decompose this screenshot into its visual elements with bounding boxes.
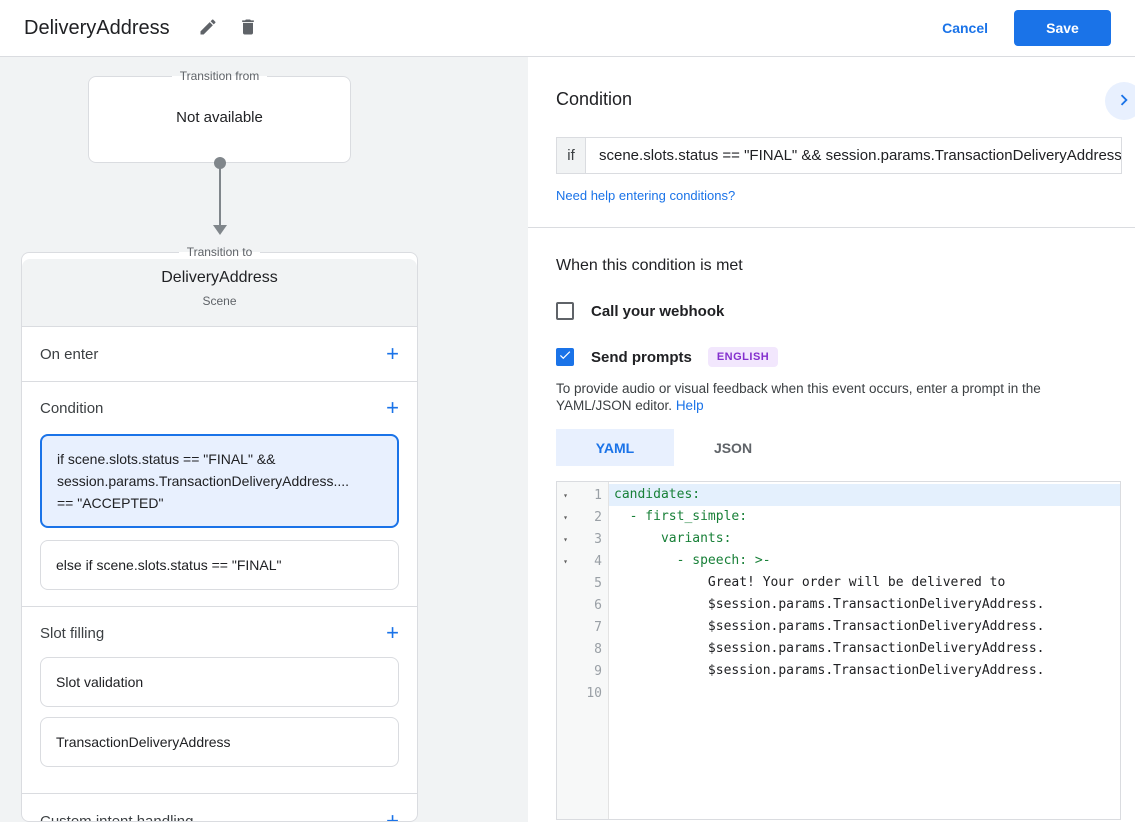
transition-arrow [213, 157, 227, 235]
plus-icon: + [386, 395, 399, 420]
line-number: 10 [586, 685, 602, 701]
transition-from-box: Transition from Not available [88, 69, 351, 163]
slot-item-label: TransactionDeliveryAddress [56, 734, 231, 750]
transition-from-legend: Transition from [179, 69, 260, 83]
line-number: 2 [594, 509, 602, 525]
send-prompts-label: Send prompts [591, 348, 692, 366]
line-number: 4 [594, 553, 602, 569]
edit-title-button[interactable] [192, 12, 224, 44]
condition-text-line: else if scene.slots.status == "FINAL" [56, 557, 282, 573]
code-line: $session.params.TransactionDeliveryAddre… [614, 663, 1045, 678]
custom-intent-row[interactable]: Custom intent handling + [22, 794, 417, 822]
condition-panel-title: Condition [556, 89, 633, 109]
scene-type-label: Scene [202, 294, 237, 308]
slot-filling-head: Slot filling + [22, 607, 417, 657]
add-custom-intent-button[interactable]: + [386, 808, 399, 822]
editor-format-tabs: YAML JSON [556, 429, 1135, 466]
plus-icon: + [386, 341, 399, 366]
scene-card: Transition to DeliveryAddress Scene On e… [21, 245, 418, 822]
checkmark-icon [558, 348, 572, 367]
yaml-code-editor[interactable]: ▾ 1 ▾ 2 ▾ 3 ▾ 4 5 6 7 8 9 10 candidates: - f… [556, 481, 1121, 820]
save-button[interactable]: Save [1014, 10, 1111, 46]
if-label: if [557, 138, 586, 173]
transition-to-legend: Transition to [186, 245, 253, 259]
code-line: Great! Your order will be delivered to [614, 575, 1006, 590]
add-condition-button[interactable]: + [386, 395, 399, 420]
scene-name: DeliveryAddress [161, 269, 278, 286]
slot-item-transaction-delivery-address[interactable]: TransactionDeliveryAddress [40, 717, 399, 767]
condition-text-line: session.params.TransactionDeliveryAddres… [57, 473, 350, 489]
on-enter-row[interactable]: On enter + [22, 327, 417, 382]
code-line: candidates: [609, 484, 1120, 506]
line-number: 1 [594, 487, 602, 503]
prompts-help-link[interactable]: Help [675, 398, 704, 413]
plus-icon: + [386, 620, 399, 645]
send-prompts-row: Send prompts ENGLISH [556, 347, 1135, 367]
code-line: variants: [614, 531, 732, 546]
section-divider [528, 227, 1135, 228]
line-number: 5 [594, 575, 602, 591]
condition-expression-input[interactable]: scene.slots.status == "FINAL" && session… [599, 147, 1121, 164]
fold-arrow-icon[interactable]: ▾ [563, 556, 568, 566]
line-number: 6 [594, 597, 602, 613]
line-number: 8 [594, 641, 602, 657]
on-enter-label: On enter [40, 345, 99, 363]
condition-label: Condition [40, 399, 104, 417]
webhook-row: Call your webhook [556, 302, 1135, 320]
fold-arrow-icon[interactable]: ▾ [563, 534, 568, 544]
code-line: - speech: >- [614, 553, 771, 568]
condition-item[interactable]: else if scene.slots.status == "FINAL" [40, 540, 399, 590]
pencil-icon [198, 17, 218, 40]
code-line: - first_simple: [614, 509, 748, 524]
condition-item-selected[interactable]: if scene.slots.status == "FINAL" && sess… [40, 434, 399, 528]
slot-item-label: Slot validation [56, 674, 144, 690]
condition-text-line: == "ACCEPTED" [57, 495, 164, 511]
prompts-description: To provide audio or visual feedback when… [556, 380, 1118, 414]
fold-arrow-icon[interactable]: ▾ [563, 490, 568, 500]
call-webhook-label: Call your webhook [591, 302, 725, 320]
transition-diagram-pane: Transition from Not available Transition… [0, 57, 528, 822]
add-on-enter-button[interactable]: + [386, 341, 399, 366]
condition-text-line: if scene.slots.status == "FINAL" && [57, 451, 276, 467]
fold-arrow-icon[interactable]: ▾ [563, 512, 568, 522]
code-line: $session.params.TransactionDeliveryAddre… [614, 641, 1045, 656]
add-slot-button[interactable]: + [386, 620, 399, 645]
custom-intent-label: Custom intent handling [40, 812, 194, 822]
condition-section: Condition + if scene.slots.status == "FI… [22, 382, 417, 607]
language-badge: ENGLISH [707, 347, 779, 367]
code-line: $session.params.TransactionDeliveryAddre… [614, 597, 1045, 612]
delete-scene-button[interactable] [232, 12, 264, 44]
cancel-button[interactable]: Cancel [942, 20, 988, 36]
prompts-description-text: To provide audio or visual feedback when… [556, 381, 1041, 413]
tab-yaml[interactable]: YAML [556, 429, 674, 466]
editor-gutter: ▾ 1 ▾ 2 ▾ 3 ▾ 4 5 6 7 8 9 10 [557, 482, 609, 819]
collapse-panel-button[interactable] [1105, 82, 1135, 120]
scene-card-header[interactable]: DeliveryAddress Scene [22, 259, 417, 327]
line-number: 9 [594, 663, 602, 679]
page-title: DeliveryAddress [24, 16, 170, 39]
code-line [609, 682, 1120, 704]
main-content: Transition from Not available Transition… [0, 57, 1135, 827]
plus-icon: + [386, 808, 399, 822]
condition-editor-pane: Condition if scene.slots.status == "FINA… [528, 57, 1135, 827]
tab-json[interactable]: JSON [674, 429, 792, 466]
condition-section-head: Condition + [22, 382, 417, 432]
slot-filling-label: Slot filling [40, 624, 105, 642]
transition-from-value: Not available [176, 109, 263, 126]
editor-code-area[interactable]: candidates: - first_simple: variants: - … [609, 482, 1120, 819]
send-prompts-checkbox[interactable] [556, 348, 574, 366]
trash-icon [238, 17, 258, 40]
code-line: $session.params.TransactionDeliveryAddre… [614, 619, 1045, 634]
call-webhook-checkbox[interactable] [556, 302, 574, 320]
line-number: 7 [594, 619, 602, 635]
when-condition-title: When this condition is met [556, 257, 743, 274]
condition-expression-row: if scene.slots.status == "FINAL" && sess… [556, 137, 1122, 174]
condition-help-link[interactable]: Need help entering conditions? [556, 188, 736, 203]
line-number: 3 [594, 531, 602, 547]
top-bar: DeliveryAddress Cancel Save [0, 0, 1135, 57]
chevron-right-icon [1113, 89, 1135, 114]
slot-filling-section: Slot filling + Slot validation Transacti… [22, 607, 417, 794]
slot-item-validation[interactable]: Slot validation [40, 657, 399, 707]
